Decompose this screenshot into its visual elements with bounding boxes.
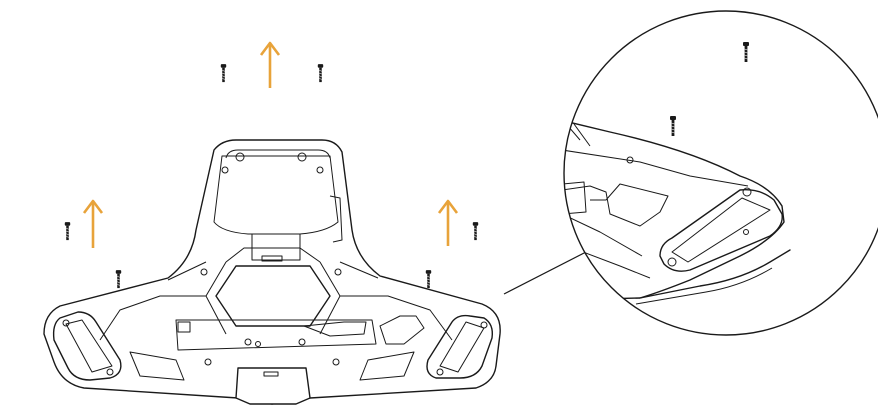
screw-icon xyxy=(669,115,677,137)
screw-icon xyxy=(472,222,479,241)
screw-icon xyxy=(115,270,122,289)
screw-icon xyxy=(317,64,324,83)
callout-leader-line xyxy=(503,251,587,295)
screw-icon xyxy=(742,41,750,63)
screw-icon xyxy=(425,270,432,289)
device-base xyxy=(43,139,501,405)
arrow-up-icon xyxy=(437,199,459,246)
arrow-up-icon xyxy=(82,199,104,248)
screw-icon xyxy=(220,64,227,83)
arrow-up-icon xyxy=(259,41,281,88)
screw-icon xyxy=(64,222,71,241)
detail-magnifier xyxy=(563,10,878,336)
